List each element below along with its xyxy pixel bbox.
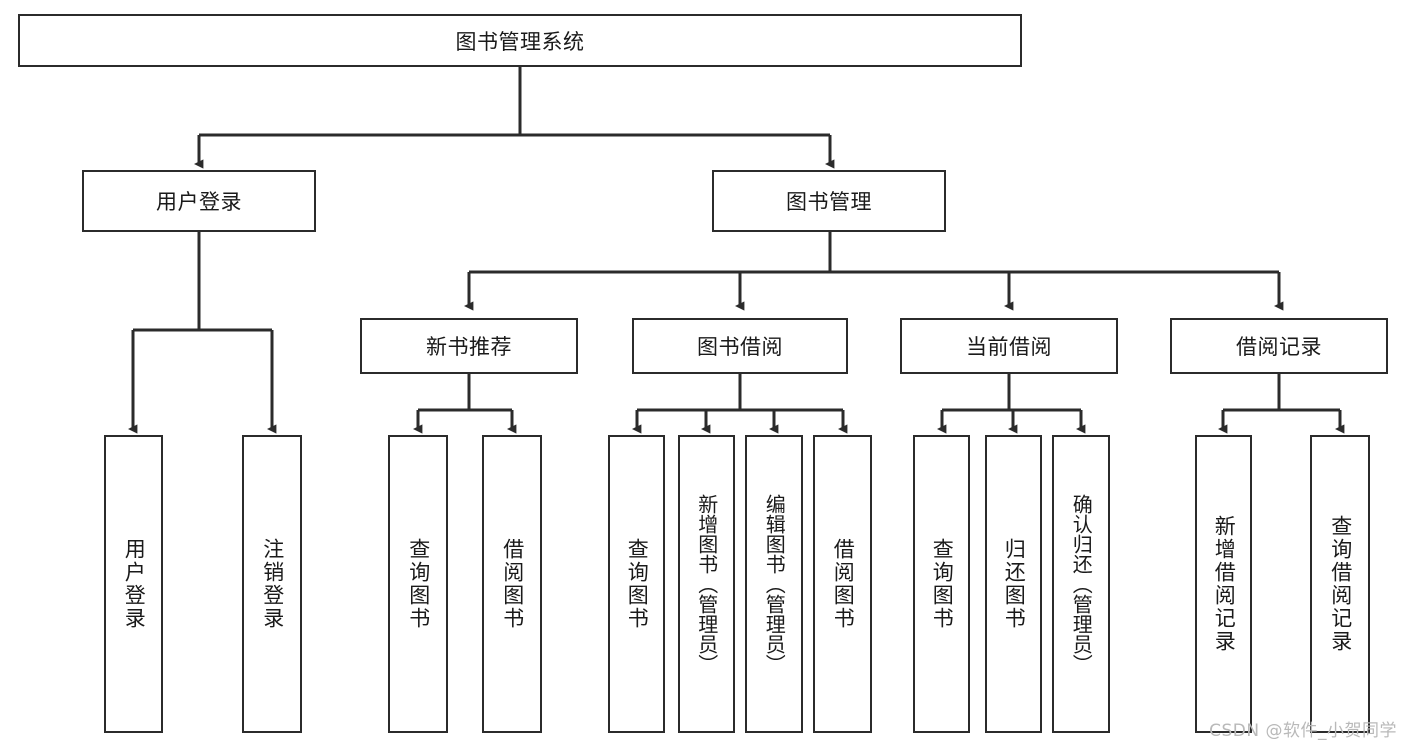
leaf-add-borrow-record[interactable]: 新增借阅记录 [1195,435,1252,733]
node-label: 确认归还（管理员） [1069,494,1094,674]
node-label: 查询图书 [930,538,955,630]
leaf-user-login[interactable]: 用户登录 [104,435,163,733]
leaf-query-book-current[interactable]: 查询图书 [913,435,970,733]
node-label: 图书管理系统 [455,29,585,54]
leaf-query-borrow-record[interactable]: 查询借阅记录 [1310,435,1370,733]
node-label: 借阅图书 [831,538,856,630]
node-label: 用户登录 [122,538,147,630]
leaf-add-book-admin[interactable]: 新增图书（管理员） [678,435,735,733]
node-label: 新书推荐 [426,335,512,359]
watermark-text: CSDN @软件_小贺同学 [1209,721,1397,741]
node-borrow-records[interactable]: 借阅记录 [1170,318,1388,374]
node-label: 图书借阅 [697,335,783,359]
node-new-book-recommend[interactable]: 新书推荐 [360,318,578,374]
node-label: 新增图书（管理员） [694,494,719,674]
node-label: 查询借阅记录 [1328,515,1353,653]
node-label: 借阅图书 [500,538,525,630]
node-label: 编辑图书（管理员） [762,494,787,674]
node-label: 查询图书 [625,538,650,630]
leaf-borrow-book[interactable]: 借阅图书 [813,435,872,733]
node-label: 图书管理 [786,190,872,214]
leaf-borrow-book-recommend[interactable]: 借阅图书 [482,435,542,733]
node-label: 查询图书 [406,538,431,630]
node-user-login[interactable]: 用户登录 [82,170,316,232]
node-label: 归还图书 [1002,538,1027,630]
node-label: 注销登录 [260,538,285,630]
node-book-borrow[interactable]: 图书借阅 [632,318,848,374]
node-current-borrow[interactable]: 当前借阅 [900,318,1118,374]
leaf-logout[interactable]: 注销登录 [242,435,302,733]
leaf-query-book-recommend[interactable]: 查询图书 [388,435,448,733]
leaf-edit-book-admin[interactable]: 编辑图书（管理员） [745,435,803,733]
leaf-return-book[interactable]: 归还图书 [985,435,1042,733]
node-root-system[interactable]: 图书管理系统 [18,14,1022,67]
leaf-confirm-return-admin[interactable]: 确认归还（管理员） [1052,435,1110,733]
node-label: 用户登录 [156,190,242,214]
node-label: 当前借阅 [966,335,1052,359]
leaf-query-book-borrow[interactable]: 查询图书 [608,435,665,733]
node-label: 新增借阅记录 [1212,515,1237,653]
node-book-management[interactable]: 图书管理 [712,170,946,232]
node-label: 借阅记录 [1236,335,1322,359]
